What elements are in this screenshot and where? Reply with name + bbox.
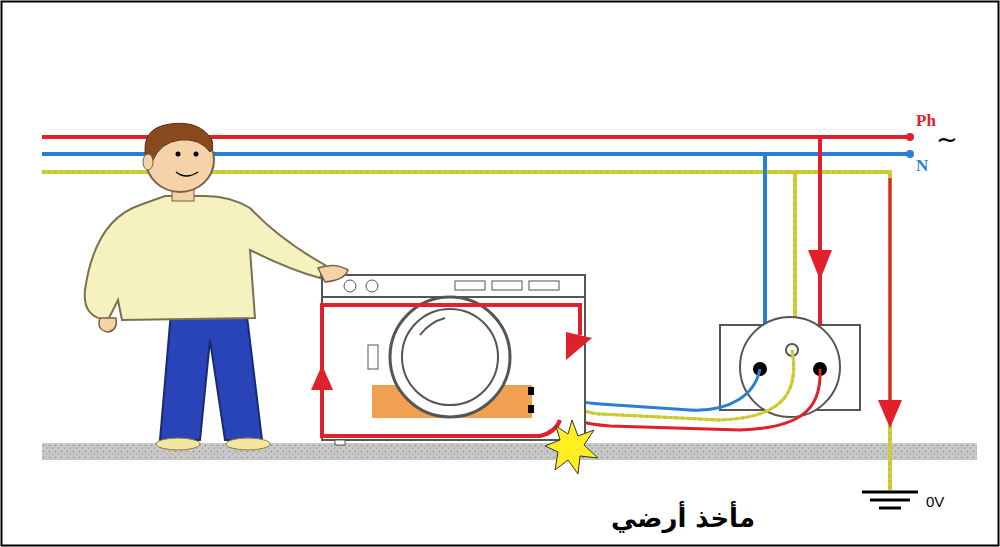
glass-shine — [420, 318, 445, 335]
terminal — [528, 387, 534, 395]
button — [529, 281, 559, 290]
person — [85, 123, 348, 450]
neutral-drop — [763, 154, 767, 325]
terminal — [528, 405, 534, 413]
machine-foot — [335, 440, 345, 445]
ground-symbol — [879, 507, 901, 510]
knob — [344, 280, 356, 292]
phase-label: Ph — [916, 112, 936, 129]
current-arrow — [566, 332, 592, 360]
button — [492, 281, 522, 290]
current-arrow — [878, 400, 902, 428]
drum-door — [390, 297, 510, 417]
door-handle — [368, 345, 378, 369]
fault-spark — [545, 420, 598, 474]
drum-glass — [402, 309, 498, 405]
caption: مأخذ أرضي — [611, 505, 755, 531]
earth-drop — [793, 172, 797, 325]
zero-volt-label: 0V — [926, 494, 944, 509]
neutral-terminal — [906, 150, 914, 158]
cable-earth — [560, 340, 794, 420]
phase-terminal — [906, 133, 914, 141]
cable-earth-stripe — [560, 340, 794, 420]
ground-symbol — [862, 491, 918, 494]
ac-symbol: ~ — [936, 126, 958, 152]
button — [455, 281, 485, 290]
fault-current-path — [889, 178, 892, 400]
socket-face — [740, 317, 840, 417]
current-arrow — [311, 365, 333, 390]
neutral-label: N — [916, 157, 928, 174]
fault-current-loop — [322, 305, 580, 436]
washing-machine — [322, 275, 585, 440]
ground-symbol — [870, 499, 910, 502]
earth-drop-stripe — [793, 172, 797, 325]
knob — [366, 280, 378, 292]
current-arrow — [808, 250, 832, 280]
phase-drop — [818, 137, 822, 325]
